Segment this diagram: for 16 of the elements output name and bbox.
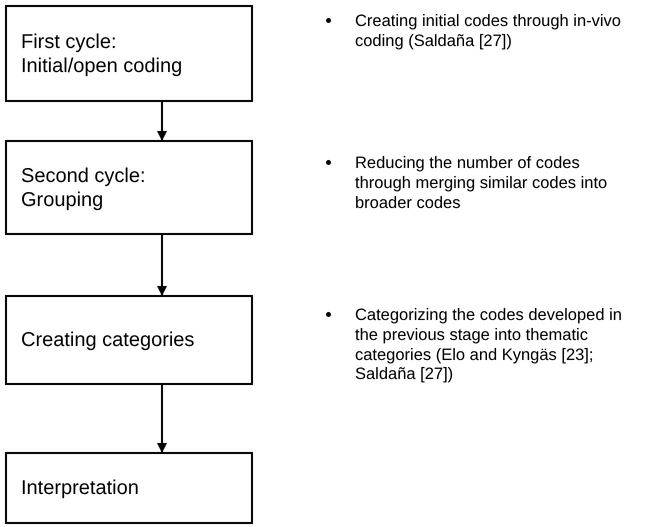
box-label: Second cycle: <box>21 164 146 188</box>
box-label: Grouping <box>21 188 104 212</box>
arrow <box>157 385 167 453</box>
box-label: First cycle: <box>21 30 118 54</box>
process-box <box>5 452 253 524</box>
arrow <box>157 102 167 141</box>
bullet-text: Reducing the number of codes through merging similar codes into broader codes <box>355 154 608 214</box>
box-label: Interpretation <box>21 476 139 500</box>
process-box <box>5 295 253 385</box>
bullet-text: Categorizing the codes developed in the previous stage into thematic categories (Elo and Kyngäs [23]; Saldaña [27]) <box>355 306 623 386</box>
arrow <box>157 235 167 296</box>
bullet-text: Creating initial codes through in-vivo coding (Saldaña [27]) <box>355 12 622 52</box>
box-label: Initial/open coding <box>21 54 182 78</box>
process-box <box>5 5 253 102</box>
process-box <box>5 140 253 235</box>
box-label: Creating categories <box>21 328 194 352</box>
